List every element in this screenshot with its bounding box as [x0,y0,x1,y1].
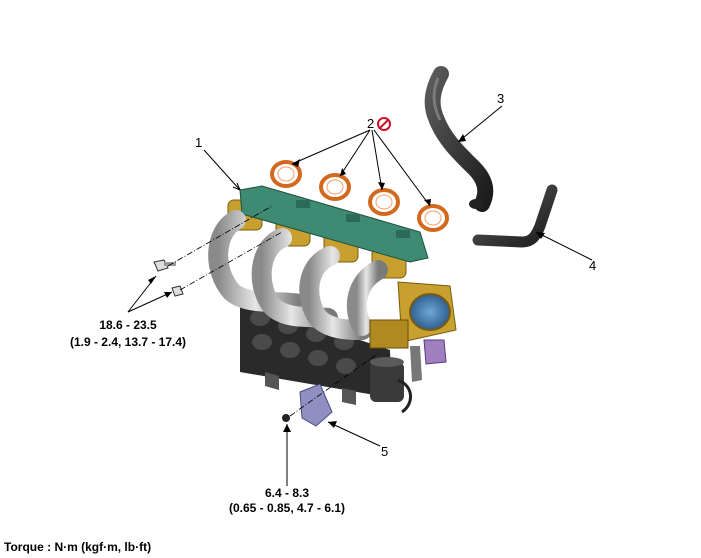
lower-hose [472,184,558,248]
torque-lower-alt: (0.65 - 0.85, 4.7 - 6.1) [229,501,345,515]
upper-hose [424,66,494,212]
intake-manifold [208,185,457,414]
gaskets [270,160,449,232]
sensor [282,383,333,427]
arrowheads [148,134,545,432]
alignment-lines [167,205,381,417]
throttle-body [369,281,457,349]
runners [208,210,388,340]
callout-1: 1 [195,135,202,150]
callout-4: 4 [589,258,596,273]
torque-upper-alt: (1.9 - 2.4, 13.7 - 17.4) [70,335,186,349]
no-reuse-icon [377,117,391,131]
solenoid-valve [370,357,412,414]
plenum-ribs [250,310,356,374]
sensor-bolt [282,414,290,422]
callout-3: 3 [497,91,504,106]
callout-5: 5 [381,444,388,459]
purple-connector [423,339,447,365]
torque-lower-range: 6.4 - 8.3 [265,486,309,500]
gasket [417,204,449,232]
torque-upper-range: 18.6 - 23.5 [99,318,157,332]
torque-units-note: Torque : N·m (kgf·m, lb·ft) [4,540,151,554]
gasket [270,160,302,188]
leader-lines [127,105,593,486]
gasket [319,173,351,201]
gasket [368,188,400,216]
manifold-fasteners [153,259,184,297]
callout-2: 2 [367,116,374,131]
